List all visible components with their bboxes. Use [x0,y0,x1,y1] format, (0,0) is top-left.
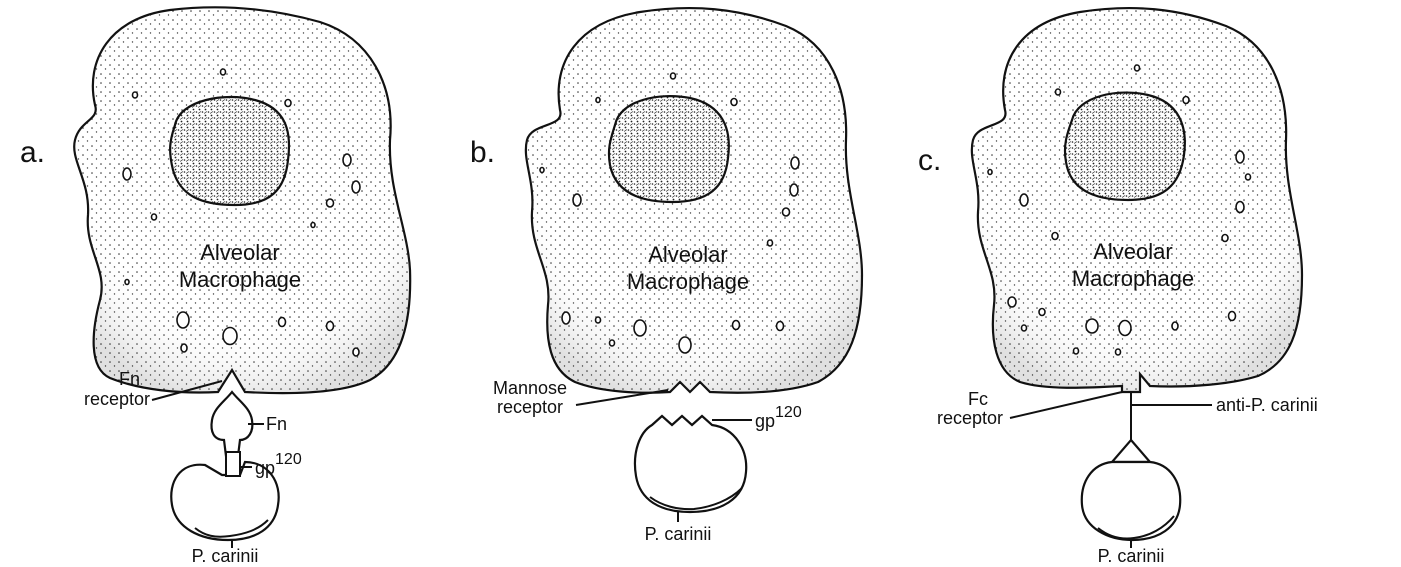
panel-a-nucleus [170,97,289,205]
panel-a-cell-label-line1: Alveolar [200,240,279,265]
panel-c-letter: c. [918,144,941,177]
panel-c-cell-label-line1: Alveolar [1093,239,1172,264]
panel-a-gp120-label: gp120 [255,451,302,478]
panel-b-cell-label-line1: Alveolar [648,242,727,267]
panel-a-receptor-label-line1: Fn [119,369,140,389]
panel-c-antibody-label: anti-P. carinii [1216,395,1318,415]
panel-a-fn-ligand [212,392,253,456]
panel-a-ligand-label: Fn [266,414,287,434]
panel-b-organism-label: P. carinii [645,524,712,544]
panel-c-cell-label-line2: Macrophage [1072,266,1194,291]
panel-b-receptor-label-line1: Mannose [493,378,567,398]
panel-a-gp120-site [226,452,240,476]
panel-c-receptor-label-line2: receptor [937,408,1003,428]
panel-c-p-carinii [1082,462,1180,540]
panel-a-cell-label-line2: Macrophage [179,267,301,292]
panel-a-organism-label: P. carinii [192,546,259,566]
panel-b-receptor-label-line2: receptor [497,397,563,417]
panel-c-receptor-pointer [1010,392,1122,418]
panel-b: b. Alveolar Macrophage Mannose receptor [470,8,862,544]
panel-b-cell-label-line2: Macrophage [627,269,749,294]
panel-b-letter: b. [470,136,495,169]
panel-c: c. Alveolar Macrophage Fc [918,8,1318,566]
panel-c-nucleus [1065,93,1185,200]
panel-c-organism-label: P. carinii [1098,546,1165,566]
panel-b-gp120-label: gp120 [755,404,802,431]
panel-c-receptor-label-line1: Fc [968,389,988,409]
panel-a: a. Alveolar Macrophage Fn receptor [20,7,410,566]
panel-a-letter: a. [20,136,45,169]
panel-a-receptor-label-line2: receptor [84,389,150,409]
panel-b-nucleus [609,96,729,202]
panel-c-antibody-fab [1112,440,1150,462]
